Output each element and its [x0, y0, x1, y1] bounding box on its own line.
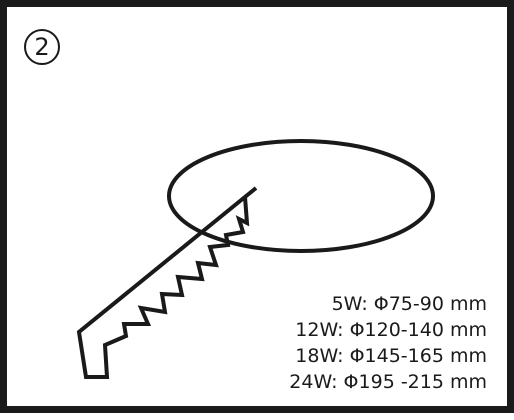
step-number-badge: 2 — [24, 29, 60, 65]
cutout-size-12w: 12W: Φ120-140 mm — [295, 319, 487, 341]
ceiling-cutout-outline — [167, 139, 435, 253]
cutout-size-24w: 24W: Φ195 -215 mm — [289, 371, 487, 393]
jigsaw-blade-icon — [76, 186, 258, 379]
cutout-size-list: 5W: Φ75-90 mm 12W: Φ120-140 mm 18W: Φ145… — [289, 291, 487, 395]
cutout-size-18w: 18W: Φ145-165 mm — [295, 345, 487, 367]
cutout-illustration — [76, 139, 435, 379]
step-number-label: 2 — [34, 33, 50, 61]
cutout-size-5w: 5W: Φ75-90 mm — [331, 293, 487, 315]
